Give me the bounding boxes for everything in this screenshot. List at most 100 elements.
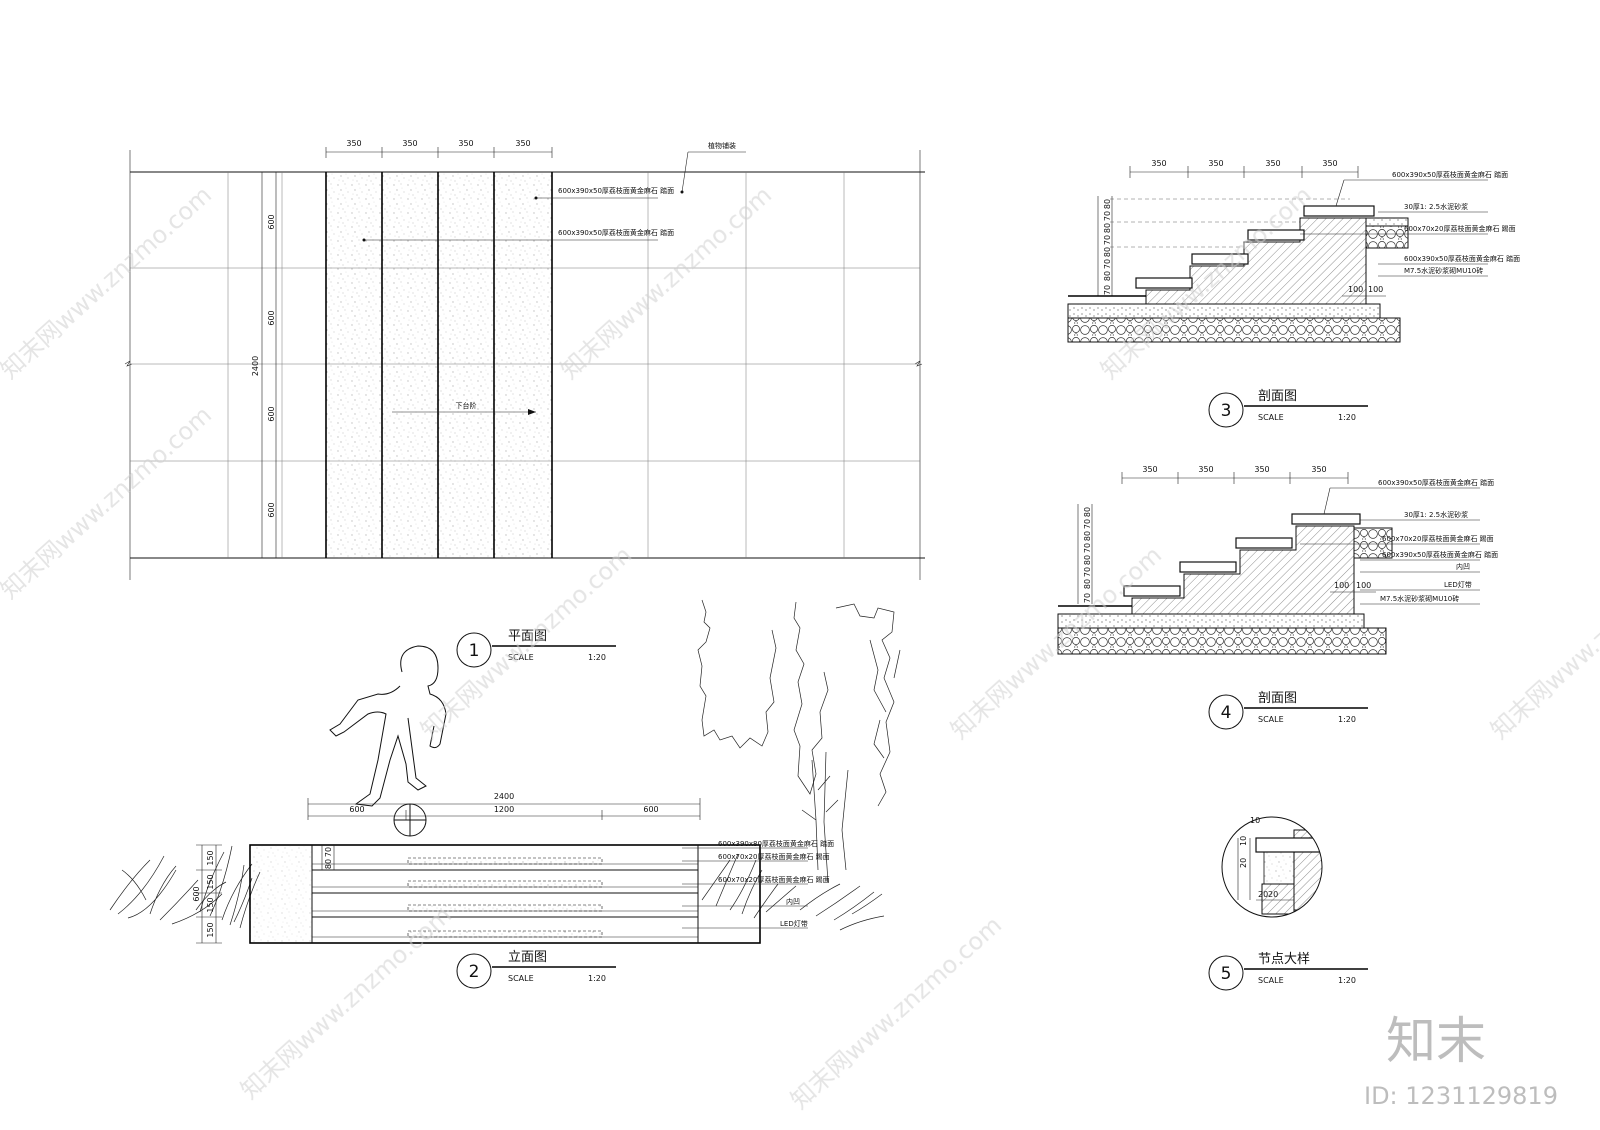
sec4-side-dim: 70: [1083, 543, 1092, 553]
sec4-side-dim: 80: [1083, 531, 1092, 541]
brand-stamp: 知末 ID: 1231129819: [1364, 1012, 1558, 1110]
view-title: 剖面图: [1258, 389, 1297, 404]
sec3-dim-top: 350: [1151, 159, 1166, 168]
sec3-dim-top: 350: [1322, 159, 1337, 168]
detail-dim: 20: [1268, 890, 1278, 899]
view-title: 立面图: [508, 950, 547, 965]
elev-side-total: 600: [192, 886, 201, 901]
watermark: 知末网www.znzmo.com: [415, 541, 637, 745]
sec4-note: 内凹: [1456, 562, 1470, 571]
plan-dim-top: 350: [515, 139, 530, 148]
plan-dim-side: 600: [267, 502, 276, 517]
sec4-side-dim: 80: [1083, 507, 1092, 517]
watermark: 知末网www.znzmo.com: [785, 911, 1007, 1115]
scale-label: SCALE: [1258, 413, 1284, 422]
plan-arrow-label: 下台阶: [456, 401, 477, 410]
sec4-side-dim: 70: [1083, 519, 1092, 529]
elev-side-dim: 150: [206, 850, 215, 865]
plan-dim-top: 350: [346, 139, 361, 148]
sec3-side-dim: 70: [1103, 259, 1112, 269]
sec4-note: 600x70x20厚荔枝面黄金麻石 踢面: [1382, 534, 1494, 543]
elev-dim-part: 1200: [494, 805, 514, 814]
title-block-3: 3 剖面图 SCALE 1:20: [1208, 389, 1368, 428]
plan-note-paving: 植物铺装: [708, 141, 736, 150]
sec4-dim-top: 350: [1198, 465, 1213, 474]
title-block-4: 4 剖面图 SCALE 1:20: [1208, 691, 1368, 730]
view-title: 平面图: [508, 629, 547, 644]
sec3-note: 600x70x20厚荔枝面黄金麻石 踢面: [1404, 224, 1516, 233]
sec3-note: 600x390x50厚荔枝面黄金麻石 踏面: [1392, 170, 1508, 179]
view-number: 4: [1221, 703, 1232, 723]
node-detail-view: 10 10 20 20 20: [1221, 816, 1323, 918]
sec4-note: 600x390x50厚荔枝面黄金麻石 踏面: [1382, 550, 1498, 559]
plan-dim-top: 350: [458, 139, 473, 148]
scale-value: 1:20: [1338, 976, 1356, 985]
watermark: 知末网www.znzmo.com: [1485, 541, 1600, 745]
section-view-4: 350 350 350 350 80 70 80 70 80 70 80 70 …: [1057, 465, 1498, 655]
sec4-note: LED灯带: [1444, 580, 1472, 589]
elev-note: 600x70x20厚荔枝面黄金麻石 踢面: [718, 852, 830, 861]
sec3-note: 30厚1: 2.5水泥砂浆: [1404, 202, 1468, 211]
detail-dim: 10: [1239, 836, 1248, 846]
sec4-note: 600x390x50厚荔枝面黄金麻石 踏面: [1378, 478, 1494, 487]
plan-dim-total: 2400: [251, 356, 260, 376]
person-figure: [329, 645, 447, 837]
elev-side-dim: 150: [206, 874, 215, 889]
sec4-bottom-dim: 100: [1334, 581, 1349, 590]
view-number: 1: [469, 641, 480, 661]
detail-dim: 20: [1258, 890, 1268, 899]
view-title: 节点大样: [1258, 952, 1310, 967]
title-block-5: 5 节点大样 SCALE 1:20: [1208, 952, 1368, 991]
sec4-side-dim: 70: [1083, 567, 1092, 577]
sec4-dim-top: 350: [1254, 465, 1269, 474]
elev-note: LED灯带: [780, 919, 808, 928]
sec3-bottom-dim: 100: [1368, 285, 1383, 294]
view-number: 5: [1221, 964, 1232, 984]
elev-side-dim: 150: [206, 922, 215, 937]
sec3-bottom-dim: 100: [1348, 285, 1363, 294]
watermark: 知末网www.znzmo.com: [0, 181, 217, 385]
scale-value: 1:20: [1338, 413, 1356, 422]
plan-dim-side: 600: [267, 406, 276, 421]
sec3-side-dim: 70: [1103, 235, 1112, 245]
sec3-side-dim: 80: [1103, 271, 1112, 281]
sec3-side-dim: 70: [1103, 285, 1112, 295]
elevation-view: 2400 600 1200 600 150: [109, 599, 901, 944]
elev-dim-total: 2400: [494, 792, 514, 801]
detail-dim: 10: [1250, 816, 1260, 825]
elev-small-dim: 80: [324, 859, 333, 869]
sec4-side-dim: 80: [1083, 555, 1092, 565]
brand-logo: 知末: [1386, 1012, 1486, 1070]
view-number: 2: [469, 962, 480, 982]
sec4-dim-top: 350: [1142, 465, 1157, 474]
watermark: 知末网www.znzmo.com: [0, 401, 217, 605]
sec4-dim-top: 350: [1311, 465, 1326, 474]
elev-side-dim: 150: [206, 897, 215, 912]
sec3-side-dim: 80: [1103, 223, 1112, 233]
plan-view: 350 350 350 350 600 600 600 600 2400 植物铺…: [124, 139, 925, 580]
section-view-3: 350 350 350 350 80 70 80 70 80 70 80 70: [1067, 159, 1520, 343]
sec4-side-dim: 70: [1083, 593, 1092, 603]
watermark: 知末网www.znzmo.com: [555, 181, 777, 385]
plan-dim-top: 350: [402, 139, 417, 148]
plan-dim-side: 600: [267, 310, 276, 325]
sec3-note: 600x390x50厚荔枝面黄金麻石 踏面: [1404, 254, 1520, 263]
sec4-bottom-dim: 100: [1356, 581, 1371, 590]
sec4-note: M7.5水泥砂浆砌MU10砖: [1380, 594, 1459, 603]
plan-note-tread: 600x390x50厚荔枝面黄金麻石 踏面: [558, 228, 674, 237]
scale-value: 1:20: [588, 653, 606, 662]
image-id: ID: 1231129819: [1364, 1082, 1558, 1110]
view-number: 3: [1221, 401, 1232, 421]
title-block-1: 1 平面图 SCALE 1:20: [456, 629, 616, 668]
elev-dim-part: 600: [349, 805, 364, 814]
sec3-side-dim: 70: [1103, 211, 1112, 221]
scale-label: SCALE: [508, 974, 534, 983]
sec3-side-dim: 80: [1103, 199, 1112, 209]
scale-label: SCALE: [1258, 715, 1284, 724]
elev-dim-part: 600: [643, 805, 658, 814]
elev-note: 600x70x20厚荔枝面黄金麻石 踢面: [718, 875, 830, 884]
sec3-side-dim: 80: [1103, 247, 1112, 257]
scale-label: SCALE: [508, 653, 534, 662]
sec3-dim-top: 350: [1265, 159, 1280, 168]
